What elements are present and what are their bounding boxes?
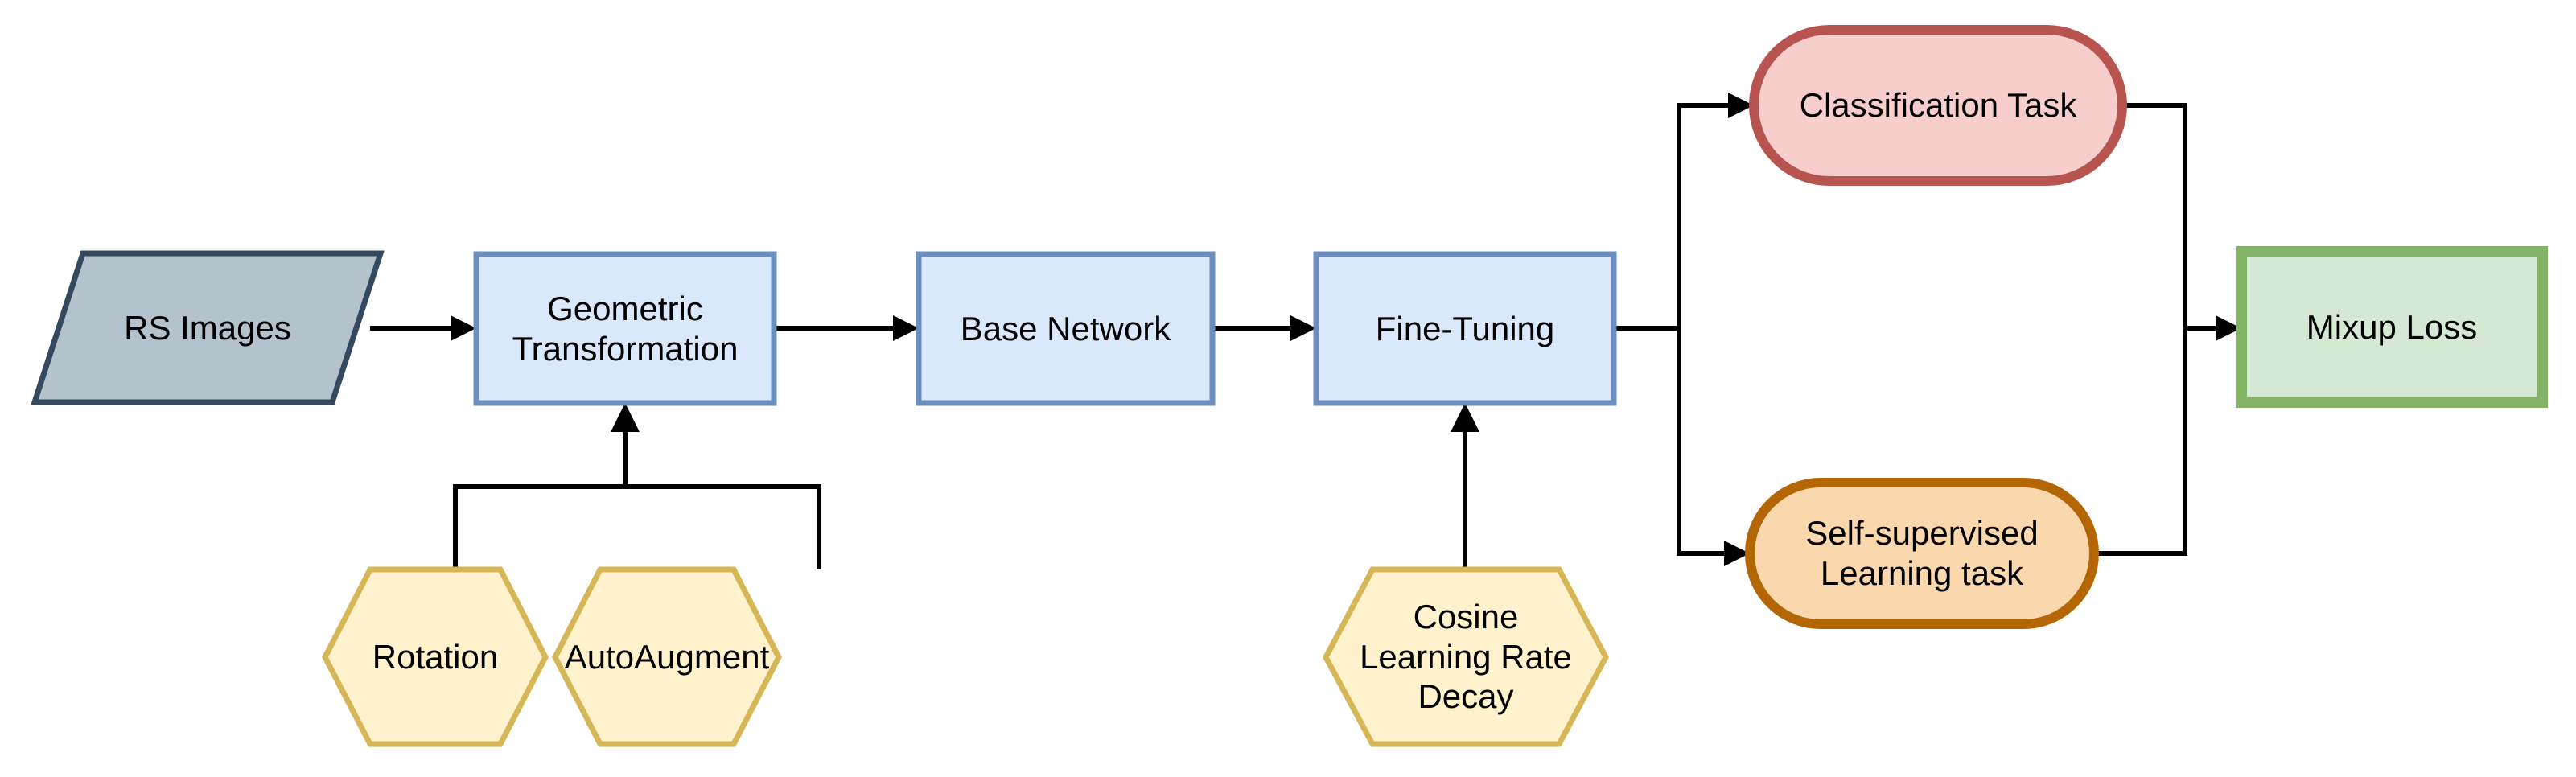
edge-cosine-lr-decay-to-fine-tuning (1451, 403, 1479, 569)
node-mixup-loss[interactable] (2236, 246, 2548, 408)
node-geometric-transformation[interactable] (473, 251, 777, 406)
node-cosine-lr-decay[interactable] (1323, 566, 1609, 747)
node-auto-augment[interactable] (552, 566, 782, 747)
node-base-network[interactable] (916, 251, 1216, 406)
node-rs-images[interactable] (31, 250, 385, 405)
edge-geometric-transformation-to-base-network (774, 315, 919, 341)
edge-augmentations-to-geometric-transformation (453, 403, 821, 569)
node-fine-tuning[interactable] (1313, 251, 1617, 406)
node-self-supervised-task[interactable] (1745, 478, 2099, 629)
node-classification-task[interactable] (1749, 25, 2127, 186)
edge-base-network-to-fine-tuning (1212, 315, 1316, 341)
node-rotation[interactable] (322, 566, 549, 747)
edge-fine-tuning-to-tasks (1614, 92, 1754, 566)
edge-tasks-to-mixup-loss (2094, 103, 2241, 556)
edge-rs-images-to-geometric-transformation (370, 315, 476, 341)
